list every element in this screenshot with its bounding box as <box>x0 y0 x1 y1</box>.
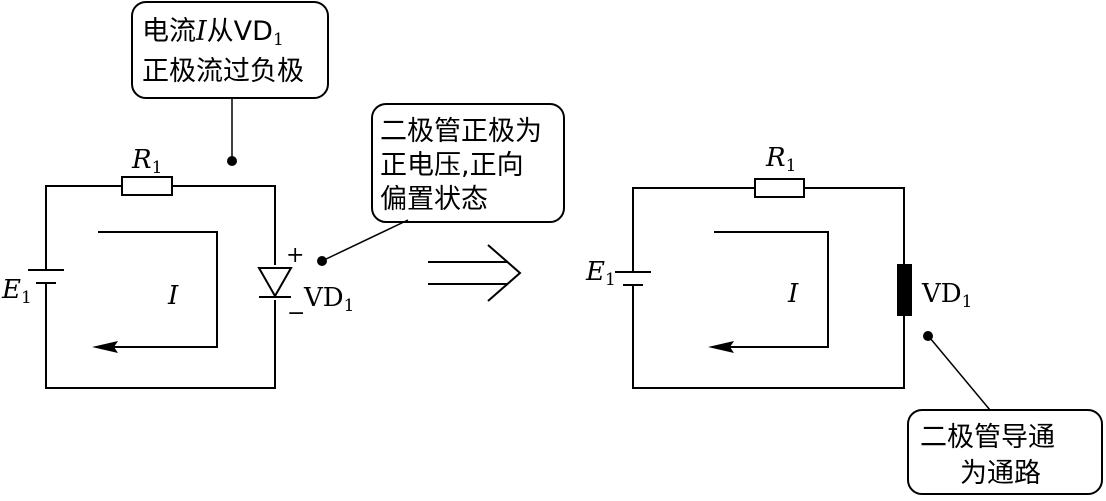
callout-right-box <box>371 103 565 223</box>
callout-right-dot <box>317 256 327 266</box>
right-labels: R1 E1 I VD1 <box>585 143 972 312</box>
left-current-arrowhead <box>92 341 118 353</box>
callout-bottom-leader <box>929 337 991 411</box>
left-labels: R1 E1 I + − VD1 <box>1 145 354 326</box>
callout-top-box <box>131 1 329 99</box>
callout-bottom-line1: 二极管导通 <box>920 422 1055 453</box>
callout-right-leader <box>323 219 409 261</box>
right-circuit <box>615 178 905 389</box>
callout-bottom-box <box>907 409 1103 495</box>
left-diode-minus: − <box>287 301 305 326</box>
callout-top-dot <box>227 156 237 166</box>
double-arrow-right-icon <box>428 244 522 302</box>
right-current-label: I <box>787 279 799 309</box>
callout-right-line2: 正电压,正向 <box>380 150 524 181</box>
left-current-path <box>98 231 218 348</box>
callout-top-line1: 电流I从VD1 <box>142 16 284 50</box>
left-resistor-label: R1 <box>131 145 162 178</box>
left-circuit <box>28 176 293 389</box>
right-loop-wire <box>632 187 755 268</box>
callout-bottom: 二极管导通 为通路 <box>907 331 1103 495</box>
right-battery-label: E1 <box>585 257 616 290</box>
callout-right: 二极管正极为 正电压,正向 偏置状态 <box>317 103 565 266</box>
left-loop-wire-right <box>172 185 276 265</box>
left-loop-wire <box>45 185 122 265</box>
callout-top: 电流I从VD1 正极流过负极 <box>131 1 329 166</box>
callout-right-line1: 二极管正极为 <box>380 116 542 147</box>
left-battery-label: E1 <box>1 275 32 308</box>
left-loop-wire-bottom <box>45 300 276 389</box>
right-resistor <box>754 178 805 198</box>
right-current-arrowhead <box>708 341 734 353</box>
left-diode-label: VD1 <box>303 283 354 316</box>
right-loop-wire-right <box>804 187 905 264</box>
callout-top-line2: 正极流过负极 <box>142 56 304 87</box>
left-resistor <box>121 176 173 196</box>
right-diode-conducting <box>897 264 912 316</box>
right-current-path <box>714 231 829 348</box>
left-diode-triangle <box>257 267 293 299</box>
left-diode-plus: + <box>286 243 304 268</box>
right-loop-wire-bottom <box>632 304 905 389</box>
callout-bottom-line2: 为通路 <box>960 458 1041 489</box>
right-diode-label: VD1 <box>921 279 972 312</box>
left-current-label: I <box>167 281 179 311</box>
callout-right-line3: 偏置状态 <box>380 184 488 215</box>
right-resistor-label: R1 <box>765 143 796 176</box>
